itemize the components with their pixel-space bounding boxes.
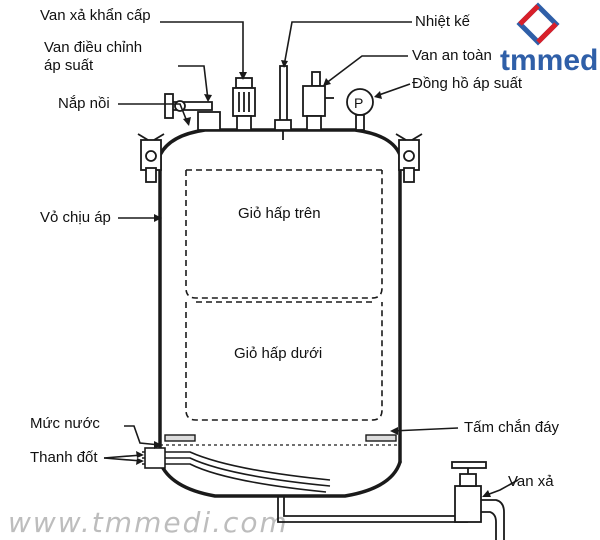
label-pressure-gauge: Đồng hồ áp suất — [412, 75, 523, 92]
tmmedi-logo: tmmedi — [500, 2, 600, 77]
label-pressure-regulator-line1: Van điều chỉnh — [44, 39, 142, 56]
watermark-text: www.tmmedi.com — [8, 506, 289, 539]
label-pressure-shell: Vỏ chịu áp — [40, 209, 111, 226]
pressure-gauge-icon: P — [346, 88, 374, 131]
emergency-valve-icon — [232, 77, 256, 131]
logo-mark-icon — [516, 2, 560, 46]
leader-lines — [103, 21, 519, 497]
right-lid-clamp-icon — [395, 133, 423, 183]
gauge-letter: P — [354, 95, 363, 111]
thermometer-icon — [274, 65, 292, 140]
label-water-level: Mức nước — [30, 415, 100, 432]
label-pressure-regulator-line2: áp suất — [44, 57, 94, 74]
label-safety-valve: Van an toàn — [412, 47, 492, 64]
drain-valve-icon — [277, 461, 505, 540]
label-upper-basket: Giỏ hấp trên — [238, 205, 321, 222]
label-heating-rod: Thanh đốt — [30, 449, 98, 466]
label-thermometer: Nhiệt kế — [415, 13, 471, 30]
safety-valve-icon — [302, 71, 334, 131]
label-lid: Nắp nồi — [58, 95, 110, 112]
heating-rod-icon — [142, 447, 331, 493]
lower-basket — [185, 301, 383, 421]
left-lid-clamp-icon — [137, 133, 165, 183]
label-bottom-plate: Tấm chắn đáy — [464, 419, 560, 436]
bottom-plate — [164, 434, 397, 442]
label-emergency-valve: Van xả khẩn cấp — [40, 7, 151, 24]
pressure-regulator-icon — [164, 93, 221, 131]
logo-text: tmmedi — [500, 44, 600, 77]
arrowheads — [136, 60, 491, 497]
label-lower-basket: Giỏ hấp dưới — [234, 345, 322, 362]
label-drain-valve: Van xả — [508, 473, 554, 490]
upper-basket — [185, 169, 383, 299]
